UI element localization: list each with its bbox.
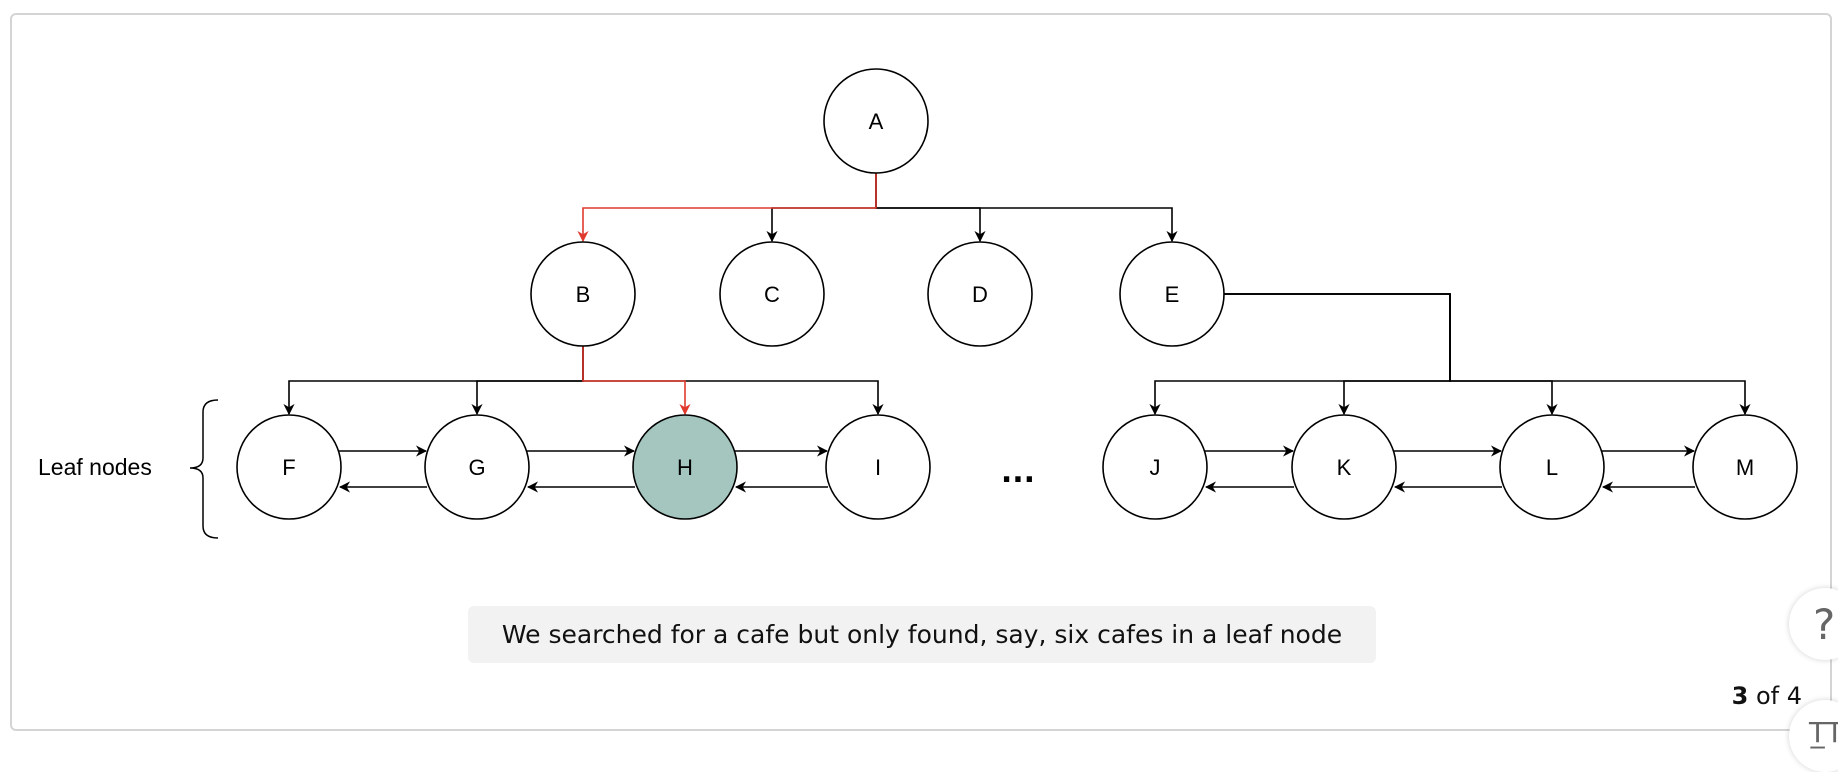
node-f-circle (236, 414, 342, 520)
node-f-label: F (282, 455, 295, 480)
edge-a-c (766, 173, 877, 243)
tree-diagram: A B C D E F G H I J K L M ... (189, 68, 1798, 539)
node-l: L (1499, 414, 1605, 520)
node-k-circle (1291, 414, 1397, 520)
edge-b-i (582, 346, 884, 416)
node-b-label: B (576, 282, 591, 307)
pager: 3 of 4 (1732, 682, 1802, 710)
node-h-label: H (677, 455, 693, 480)
node-d-label: D (972, 282, 988, 307)
node-c: C (719, 241, 825, 347)
pager-total: of 4 (1748, 682, 1802, 710)
node-g-circle (424, 414, 530, 520)
node-a: A (823, 68, 929, 174)
node-e-label: E (1165, 282, 1180, 307)
node-d: D (927, 241, 1033, 347)
node-e-circle (1119, 241, 1225, 347)
node-k: K (1291, 414, 1397, 520)
node-h-circle (632, 414, 738, 520)
node-a-label: A (869, 109, 884, 134)
edge-a-d (875, 173, 986, 243)
node-g-label: G (468, 455, 485, 480)
edge-b-h (582, 346, 691, 416)
node-i-circle (825, 414, 931, 520)
edge-e-m (1224, 293, 1751, 416)
node-i: I (825, 414, 931, 520)
leaf-nodes-label: Leaf nodes (38, 454, 152, 480)
edge-e-l (1224, 293, 1558, 416)
edge-a-e (875, 173, 1178, 243)
node-d-circle (927, 241, 1033, 347)
node-b-circle (530, 241, 636, 347)
edge-e-k (1224, 293, 1451, 416)
node-m: M (1692, 414, 1798, 520)
node-i-label: I (875, 455, 881, 480)
leaf-group-brace (189, 399, 219, 539)
node-j-circle (1102, 414, 1208, 520)
node-a-circle (823, 68, 929, 174)
caption: We searched for a cafe but only found, s… (468, 606, 1376, 663)
node-l-label: L (1546, 455, 1558, 480)
node-e: E (1119, 241, 1225, 347)
ellipsis: ... (1001, 455, 1035, 490)
node-m-circle (1692, 414, 1798, 520)
node-f: F (236, 414, 342, 520)
pager-current: 3 (1731, 682, 1749, 710)
node-g: G (424, 414, 530, 520)
edge-b-g (471, 346, 584, 416)
edge-b-f (283, 346, 584, 416)
node-m-label: M (1736, 455, 1754, 480)
node-b: B (530, 241, 636, 347)
node-j-label: J (1150, 455, 1161, 480)
node-h: H (632, 414, 738, 520)
node-c-circle (719, 241, 825, 347)
node-j: J (1102, 414, 1208, 520)
node-c-label: C (764, 282, 780, 307)
help-icon[interactable]: ? (1789, 588, 1838, 660)
edge-a-b (577, 173, 877, 243)
node-k-label: K (1337, 455, 1352, 480)
node-l-circle (1499, 414, 1605, 520)
